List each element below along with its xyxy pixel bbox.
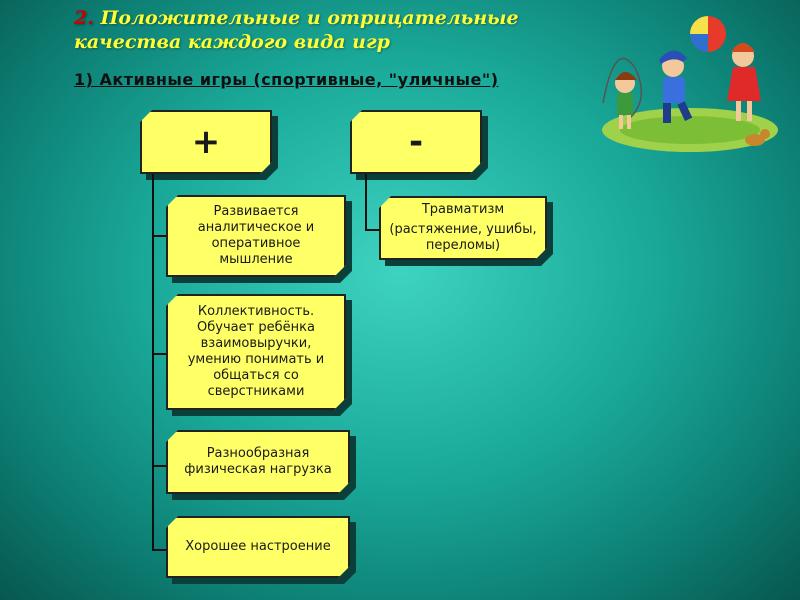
- minus-header: -: [350, 110, 482, 174]
- plus-branch-line: [152, 549, 166, 551]
- plus-item-good-mood: Хорошее настроение: [166, 516, 350, 578]
- minus-item-detail: (растяжение, ушибы, переломы): [389, 222, 537, 253]
- title-line-2: качества каждого вида игр: [74, 31, 390, 53]
- plus-item-teamwork: Коллективность. Обучает ребёнка взаимовы…: [166, 294, 346, 410]
- plus-header: +: [140, 110, 272, 174]
- plus-item-analytical-thinking: Развивается аналитическое и оперативное …: [166, 195, 346, 277]
- plus-branch-line: [152, 465, 166, 467]
- slide-subtitle: 1) Активные игры (спортивные, "уличные"): [74, 70, 499, 89]
- children-playing-clipart: [602, 16, 778, 152]
- minus-trunk-line: [365, 174, 367, 230]
- title-line-1: Положительные и отрицательные: [100, 7, 519, 29]
- slide-title: 2. Положительные и отрицательные качеств…: [74, 6, 574, 54]
- plus-trunk-line: [152, 174, 154, 550]
- minus-item-title: Травматизм: [421, 202, 505, 217]
- minus-branch-line: [365, 229, 379, 231]
- minus-item-injuries: Травматизм (растяжение, ушибы, переломы): [379, 196, 547, 260]
- plus-branch-line: [152, 353, 166, 355]
- plus-item-physical-load: Разнообразная физическая нагрузка: [166, 430, 350, 494]
- title-number: 2.: [74, 7, 94, 29]
- plus-branch-line: [152, 235, 166, 237]
